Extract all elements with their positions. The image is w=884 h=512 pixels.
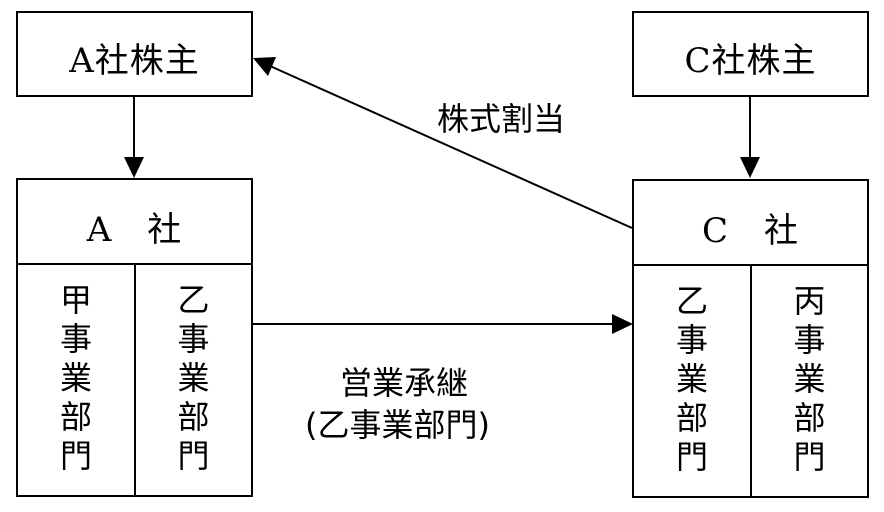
division-char: 部 <box>793 399 826 437</box>
division-char: 部 <box>59 398 92 436</box>
node-company-a-label: A 社 <box>86 210 183 250</box>
node-company-a: A 社 甲 事 業 部 門 乙 事 業 部 門 <box>16 178 253 497</box>
division-char: 門 <box>675 438 708 476</box>
node-a-shareholders-label: A社株主 <box>69 41 200 81</box>
division-char: 事 <box>59 320 92 358</box>
division-char: 乙 <box>177 281 210 319</box>
node-company-c: C 社 乙 事 業 部 門 丙 事 業 部 門 <box>632 179 869 498</box>
node-c-shareholders-label: C社株主 <box>684 41 817 81</box>
node-c-shareholders: C社株主 <box>632 11 869 97</box>
arrowhead-icon <box>124 157 144 178</box>
arrow-a-shareholders-to-company-a <box>124 96 144 178</box>
division-char: 業 <box>59 359 92 397</box>
share-allotment-label: 株式割当 <box>437 100 566 138</box>
division-char: 部 <box>177 398 210 436</box>
column-divider <box>750 264 752 496</box>
division-char: 事 <box>675 321 708 359</box>
division-char: 門 <box>793 438 826 476</box>
division-kou: 甲 事 業 部 門 <box>18 265 134 495</box>
business-succession-label: 営業承継 <box>340 364 469 402</box>
division-char: 事 <box>793 321 826 359</box>
arrowhead-icon <box>740 157 760 178</box>
column-divider <box>134 263 136 495</box>
node-a-shareholders: A社株主 <box>16 11 253 97</box>
arrow-c-shareholders-to-company-c <box>740 96 760 178</box>
division-char: 門 <box>177 437 210 475</box>
division-char: 門 <box>59 437 92 475</box>
division-otsu: 乙 事 業 部 門 <box>136 265 251 495</box>
business-succession-sublabel: (乙事業部門) <box>305 406 490 444</box>
division-hei: 丙 事 業 部 門 <box>752 266 867 496</box>
arrow-business-succession <box>252 314 633 334</box>
division-char: 乙 <box>675 282 708 320</box>
arrowhead-icon <box>612 314 633 334</box>
division-otsu: 乙 事 業 部 門 <box>634 266 750 496</box>
arrowhead-icon <box>253 57 276 76</box>
division-char: 業 <box>177 359 210 397</box>
node-company-c-label: C 社 <box>701 211 799 251</box>
arrow-share-allotment <box>253 57 633 229</box>
division-char: 部 <box>675 399 708 437</box>
division-char: 業 <box>675 360 708 398</box>
division-char: 事 <box>177 320 210 358</box>
division-char: 業 <box>793 360 826 398</box>
division-char: 甲 <box>59 281 92 319</box>
division-char: 丙 <box>793 282 826 320</box>
